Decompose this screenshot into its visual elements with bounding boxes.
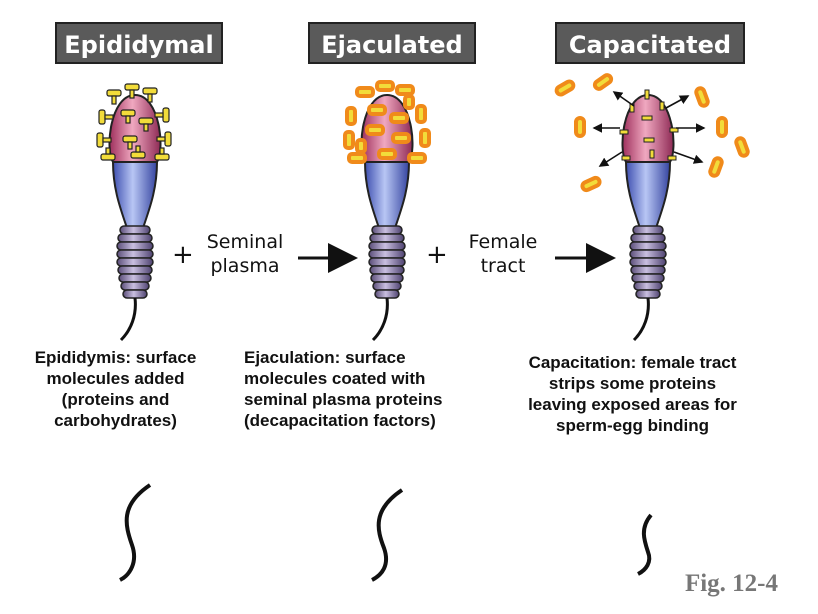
flagellum-3 bbox=[637, 513, 653, 576]
flagellum-1 bbox=[118, 483, 152, 582]
flagellum-2 bbox=[371, 488, 404, 582]
description-ejaculated: Ejaculation: surface molecules coated wi… bbox=[244, 348, 443, 430]
female-label-line1: Female bbox=[468, 231, 538, 253]
sperm-capacitated bbox=[554, 73, 750, 342]
stage-title-ejaculated: Ejaculated bbox=[308, 22, 476, 64]
figure-label: Fig. 12-4 bbox=[684, 570, 778, 597]
description-epididymal: Epididymis: surface molecules added (pro… bbox=[34, 348, 197, 430]
plus-sign-2: + bbox=[426, 240, 448, 270]
female-tract-label: Female tract bbox=[458, 230, 548, 278]
sperm-ejaculated bbox=[343, 80, 431, 342]
sperm-epididymal bbox=[96, 83, 172, 342]
plus-sign-1: + bbox=[172, 240, 194, 270]
seminal-label-line2: plasma bbox=[210, 255, 280, 277]
stage-title-epididymal: Epididymal bbox=[55, 22, 223, 64]
female-label-line2: tract bbox=[480, 255, 526, 277]
description-capacitated: Capacitation: female tract strips some p… bbox=[528, 353, 737, 435]
seminal-label-line1: Seminal bbox=[206, 231, 284, 253]
seminal-plasma-label: Seminal plasma bbox=[195, 230, 295, 278]
stage-title-capacitated: Capacitated bbox=[555, 22, 745, 64]
